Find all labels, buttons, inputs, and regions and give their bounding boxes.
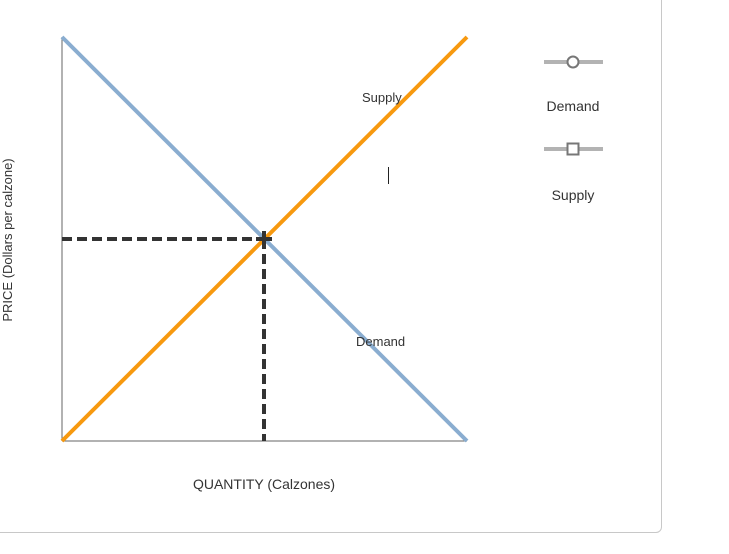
- demand-curve-label: Demand: [356, 334, 405, 349]
- legend-demand-tool[interactable]: [544, 55, 603, 69]
- legend-supply-tool[interactable]: [544, 142, 603, 156]
- legend-supply-label: Supply: [551, 187, 595, 203]
- supply-curve-label: Supply: [362, 90, 402, 105]
- x-axis-label: QUANTITY (Calzones): [192, 476, 336, 492]
- graph-panel-frame: [0, 0, 662, 533]
- equilibrium-cross-icon[interactable]: [256, 231, 272, 247]
- circle-marker-icon: [566, 55, 580, 69]
- square-marker-icon: [566, 142, 580, 156]
- legend-demand-label: Demand: [546, 98, 600, 114]
- text-cursor-icon: [388, 167, 389, 184]
